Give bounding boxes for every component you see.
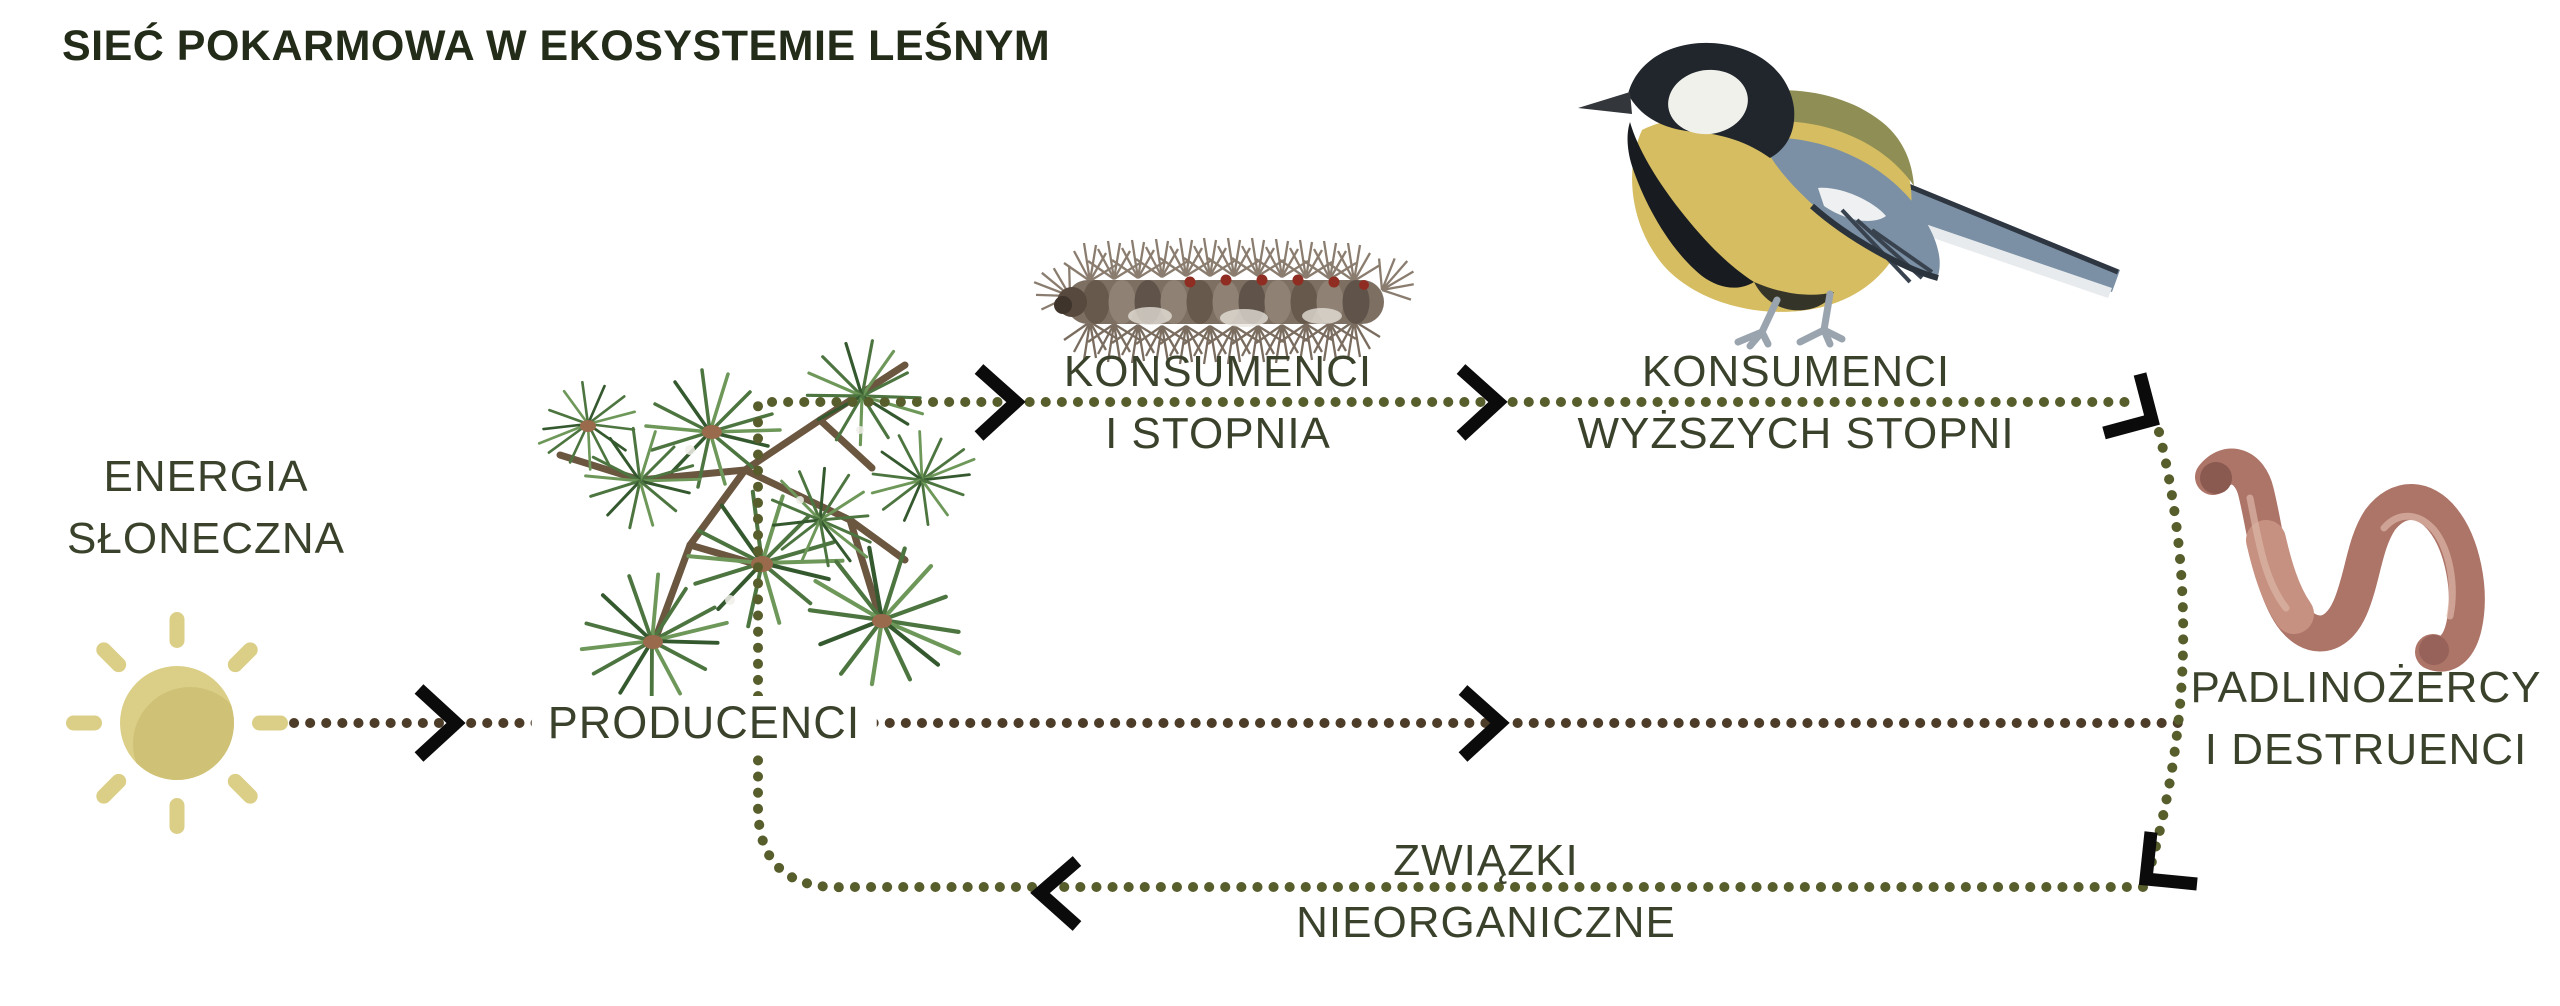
label-zwiazki-line2: NIEORGANICZNE (1296, 898, 1676, 947)
label-energia-line2: SŁONECZNA (67, 514, 345, 563)
pine-branch-image (523, 323, 990, 715)
label-konsumenci-wyzszych-stopni: KONSUMENCI WYŻSZYCH STOPNI (1577, 341, 2014, 465)
label-padlinozercy-line2: I DESTRUENCI (2204, 725, 2528, 774)
caterpillar-image (1022, 236, 1429, 366)
label-padlinozercy-line1: PADLINOŻERCY (2190, 663, 2542, 712)
corner-arrow-top-right (2102, 372, 2160, 440)
label-producenci: PRODUCENCI (531, 696, 877, 750)
arrowhead-sun-to-producers (414, 684, 466, 762)
label-energia-line1: ENERGIA (103, 452, 309, 501)
label-zwiazki-line1: ZWIĄZKI (1393, 836, 1579, 885)
label-zwiazki-nieorganiczne: ZWIĄZKI NIEORGANICZNE (1296, 830, 1676, 954)
label-konsumenci2-line2: WYŻSZYCH STOPNI (1577, 409, 2015, 458)
dotted-line-right (2144, 427, 2189, 877)
corner-arrow-bottom-right (2138, 831, 2198, 891)
label-konsumenci1-line1: KONSUMENCI (1063, 347, 1373, 396)
label-konsumenci-i-stopnia: KONSUMENCI I STOPNIA (1064, 341, 1372, 465)
label-energia-sloneczna: ENERGIA SŁONECZNA (67, 446, 345, 570)
arrowhead-consumers1-to-consumers2 (1456, 364, 1508, 441)
diagram-title: SIEĆ POKARMOWA W EKOSYSTEMIE LEŚNYM (62, 22, 1051, 70)
arrowhead-producers-to-decomposers (1458, 685, 1510, 762)
label-padlinozercy-i-destruenci: PADLINOŻERCY I DESTRUENCI (2190, 657, 2541, 781)
dotted-line-return-loop (753, 395, 2148, 893)
earthworm-image (2195, 448, 2485, 672)
arrowhead-producers-to-consumers1 (974, 364, 1026, 441)
label-konsumenci2-line1: KONSUMENCI (1641, 347, 1951, 396)
label-producenci-text: PRODUCENCI (547, 697, 861, 748)
sun-icon (66, 612, 288, 834)
arrowhead-loop-to-producers (1030, 856, 1082, 931)
label-konsumenci1-line2: I STOPNIA (1105, 409, 1331, 458)
great-tit-image (1578, 42, 2120, 350)
